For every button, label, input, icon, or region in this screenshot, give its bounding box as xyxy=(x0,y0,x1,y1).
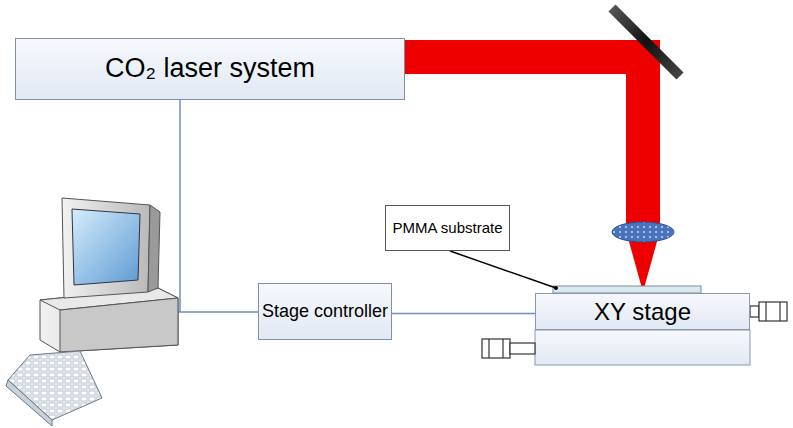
label-box: PMMA substrate xyxy=(385,205,510,251)
lens xyxy=(612,222,674,242)
actuator-right xyxy=(750,302,787,321)
signal-wire xyxy=(392,313,535,315)
focused-beam xyxy=(628,238,658,292)
controller-box: Stage controller xyxy=(258,283,392,340)
laser-system-box: CO₂ laser system xyxy=(15,38,405,100)
node-label: XY stage xyxy=(594,298,691,326)
laser-beam xyxy=(405,40,660,226)
actuator-left xyxy=(482,339,535,358)
xy-stage-base xyxy=(535,330,750,365)
signal-wire xyxy=(150,100,258,312)
node-label: PMMA substrate xyxy=(392,219,502,236)
node-label: Stage controller xyxy=(262,301,388,322)
computer-icon xyxy=(6,198,178,426)
pmma-plate xyxy=(553,286,701,293)
leader-line xyxy=(450,251,556,288)
node-label: CO₂ laser system xyxy=(105,53,315,84)
leader-dot xyxy=(554,286,558,290)
stage-box: XY stage xyxy=(535,293,750,330)
mirror xyxy=(612,8,680,76)
